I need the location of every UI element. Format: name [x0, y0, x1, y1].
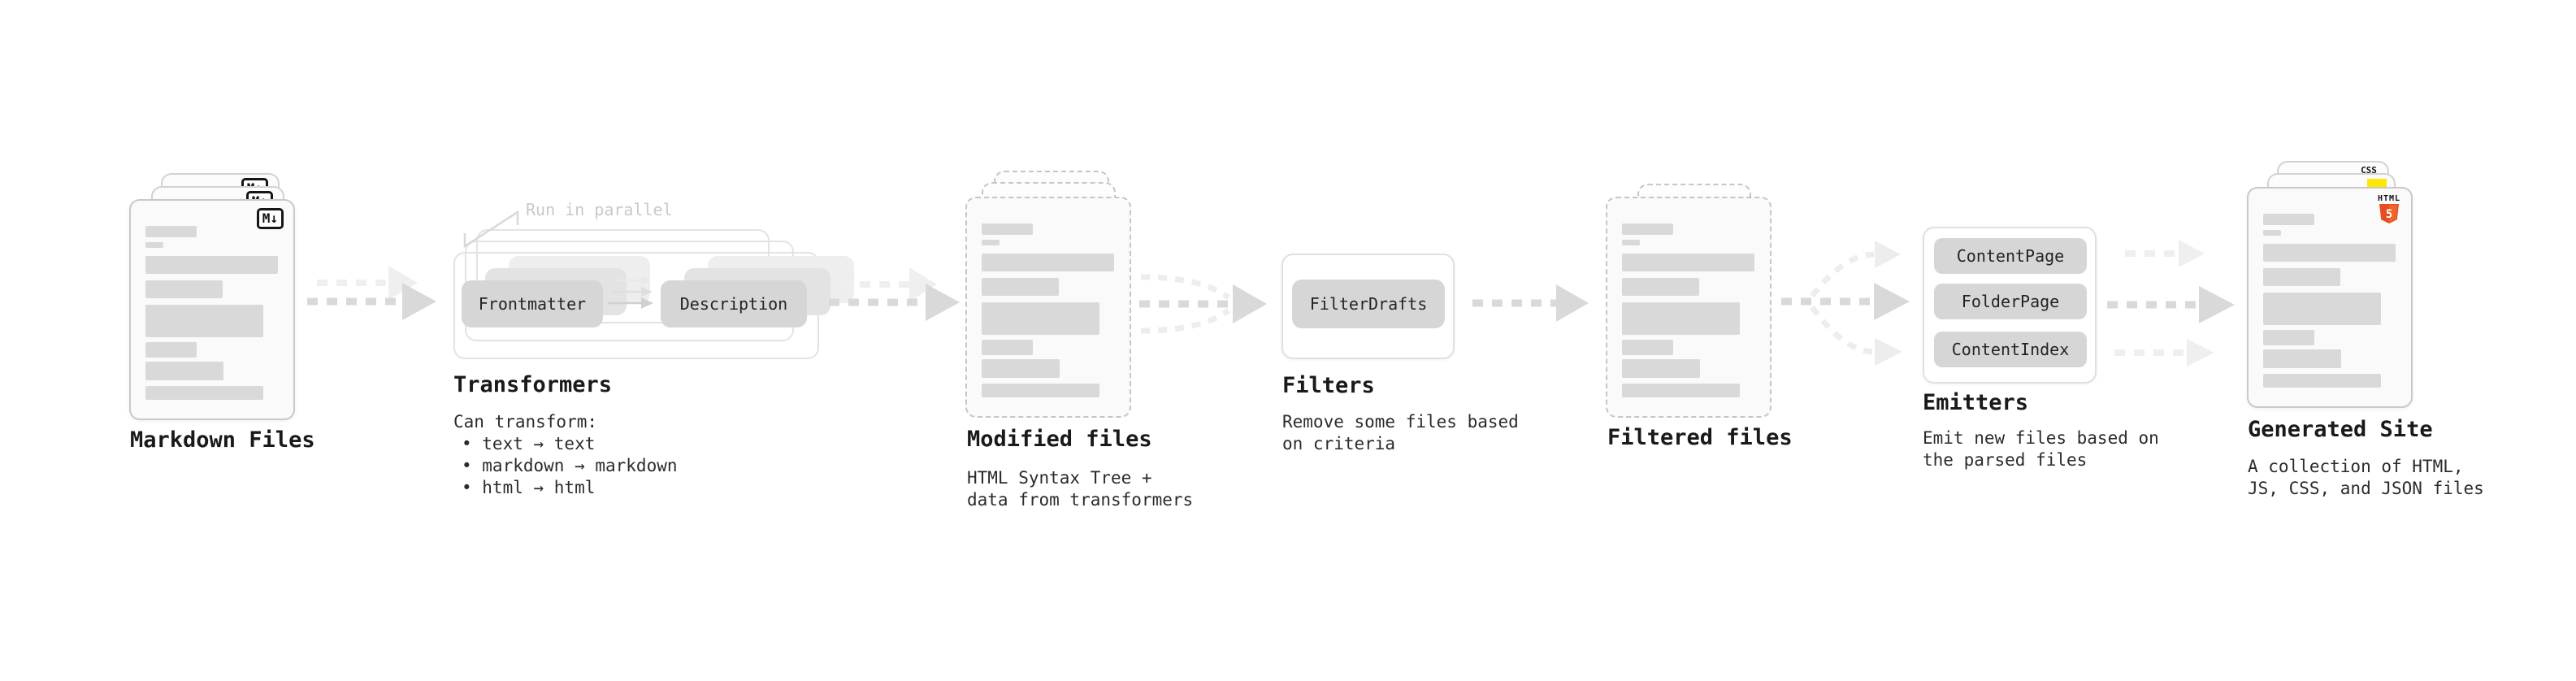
doc-text-line [982, 302, 1099, 335]
site-doc-html: HTML 5 [2247, 187, 2413, 408]
doc-text-line [1622, 223, 1673, 235]
doc-text-line [145, 226, 197, 237]
desc-line: JS, CSS, and JSON files [2248, 479, 2484, 498]
markdown-doc-front: M↓ [129, 199, 295, 420]
arrowhead-icon [2199, 286, 2235, 323]
doc-text-line [145, 256, 278, 274]
generated-site-description: A collection of HTML, JS, CSS, and JSON … [2248, 456, 2484, 500]
bullet-line: • markdown → markdown [462, 456, 678, 475]
doc-text-line [2263, 349, 2341, 368]
contentpage-pill: ContentPage [1934, 238, 2087, 274]
desc-line: Can transform: [453, 412, 598, 432]
folderpage-pill: FolderPage [1934, 284, 2087, 319]
filters-title: Filters [1282, 373, 1375, 398]
doc-text-line [982, 340, 1033, 355]
arrow-markdown-to-transformers [307, 266, 436, 320]
doc-text-line [145, 362, 223, 380]
arrow-emitters-to-site-triple [2107, 240, 2235, 367]
frontmatter-pill: Frontmatter [462, 280, 603, 327]
html5-shield: 5 [2379, 204, 2399, 223]
filtered-doc-front [1606, 197, 1772, 418]
desc-line: A collection of HTML, [2248, 457, 2464, 476]
desc-line: the parsed files [1923, 450, 2088, 470]
doc-text-line [982, 254, 1114, 271]
doc-text-line [2263, 293, 2381, 325]
doc-text-line [2263, 268, 2340, 286]
desc-line: on criteria [1282, 434, 1396, 453]
arrowhead-icon [402, 283, 436, 320]
arrowhead-icon [1874, 283, 1910, 320]
doc-text-line [982, 223, 1033, 235]
filtered-files-title: Filtered files [1607, 425, 1793, 450]
arrow-modified-to-filters-converging [1139, 274, 1267, 334]
html5-icon: HTML 5 [2377, 194, 2401, 227]
doc-text-line [1622, 302, 1740, 335]
emitters-description: Emit new files based on the parsed files [1923, 427, 2159, 471]
doc-text-line [982, 384, 1099, 397]
bullet-line: • text → text [462, 434, 596, 453]
modified-files-title: Modified files [967, 427, 1152, 452]
modified-doc-front [965, 197, 1131, 418]
arrow-filters-to-filtered [1472, 284, 1589, 322]
markdown-icon: M↓ [256, 208, 284, 229]
desc-line: data from transformers [967, 490, 1194, 510]
doc-text-line [2263, 230, 2281, 236]
doc-text-line [145, 386, 263, 400]
transformers-description: Can transform: • text → text • markdown … [453, 411, 678, 499]
doc-text-line [2263, 214, 2314, 225]
transformers-title: Transformers [453, 372, 613, 397]
arrowhead-icon [926, 284, 960, 321]
arrowhead-icon [2187, 339, 2214, 367]
arrowhead-icon [1556, 284, 1589, 322]
desc-line: Emit new files based on [1923, 428, 2159, 448]
desc-line: Remove some files based [1282, 412, 1519, 432]
doc-text-line [145, 242, 163, 248]
doc-text-line [1622, 340, 1673, 355]
doc-text-line [982, 359, 1060, 378]
arrowhead-icon [1875, 338, 1902, 366]
doc-text-line [1622, 254, 1754, 271]
arrowhead-icon [388, 266, 418, 300]
doc-text-line [1622, 278, 1699, 296]
doc-text-line [2263, 374, 2381, 388]
doc-text-line [2263, 244, 2396, 262]
markdown-files-title: Markdown Files [130, 427, 315, 453]
svg-text:5: 5 [2386, 208, 2392, 221]
modified-files-description: HTML Syntax Tree + data from transformer… [967, 467, 1193, 511]
contentindex-pill: ContentIndex [1934, 332, 2087, 367]
filterdrafts-pill: FilterDrafts [1292, 280, 1445, 328]
doc-text-line [1622, 384, 1740, 397]
arrowhead-icon [1233, 284, 1267, 323]
emitters-title: Emitters [1923, 390, 2029, 415]
arrowhead-icon [909, 267, 937, 301]
js-icon [2367, 179, 2387, 189]
doc-text-line [145, 280, 223, 298]
description-pill: Description [661, 280, 807, 327]
doc-text-line [145, 342, 197, 358]
bullet-line: • html → html [462, 478, 596, 497]
arrowhead-icon [2179, 240, 2205, 267]
generated-site-title: Generated Site [2248, 417, 2433, 442]
doc-text-line [1622, 359, 1700, 378]
doc-text-line [2263, 330, 2314, 345]
doc-text-line [982, 278, 1059, 296]
arrowhead-icon [1875, 241, 1901, 268]
doc-text-line [145, 305, 263, 337]
doc-text-line [982, 240, 1000, 245]
arrow-filtered-to-emitters-diverging [1781, 241, 1910, 366]
doc-text-line [1622, 240, 1640, 245]
filters-description: Remove some files based on criteria [1282, 411, 1519, 455]
desc-line: HTML Syntax Tree + [967, 468, 1152, 488]
run-in-parallel-label: Run in parallel [526, 200, 673, 219]
